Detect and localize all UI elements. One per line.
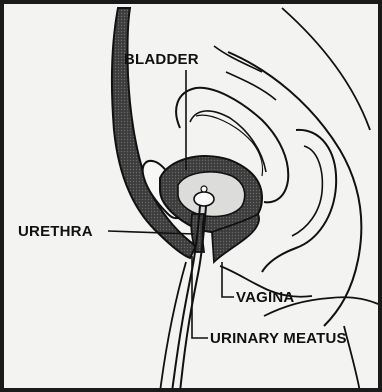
- urinary-meatus-label: URINARY MEATUS: [210, 330, 347, 347]
- rectum-inner: [292, 146, 322, 236]
- bladder-balloon: [194, 192, 214, 206]
- spine-curve: [282, 8, 370, 130]
- urethra-label: URETHRA: [18, 223, 93, 240]
- balloon-tip: [201, 186, 207, 192]
- bladder-label: BLADDER: [124, 51, 199, 68]
- vagina-label: VAGINA: [236, 289, 294, 306]
- intestine-loop-2: [226, 72, 276, 100]
- intestine-loop: [214, 46, 262, 72]
- anatomy-illustration: BLADDER URETHRA VAGINA URINARY MEATUS: [4, 4, 378, 388]
